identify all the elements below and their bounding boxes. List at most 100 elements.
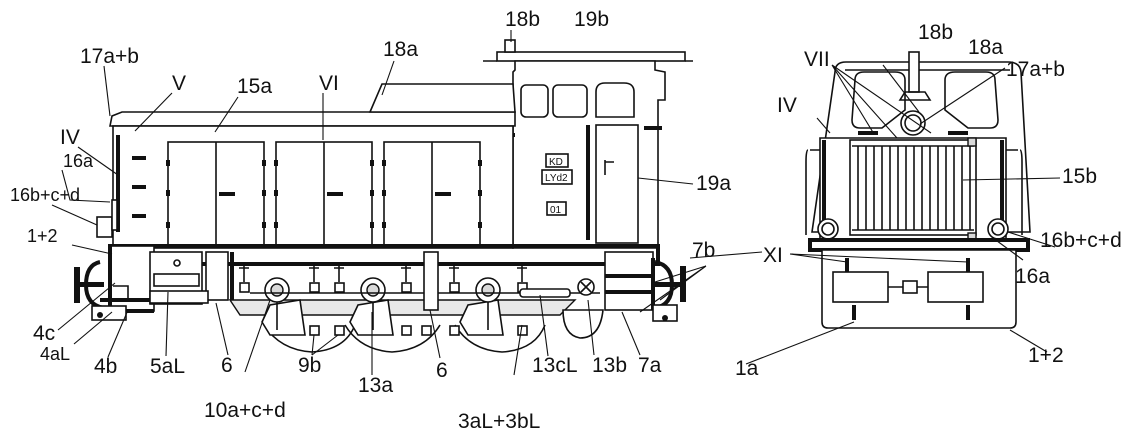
front-window-left (851, 71, 906, 129)
front-step (91, 305, 127, 321)
front-view (805, 51, 1031, 329)
label-12: 1+2 (27, 226, 58, 246)
label-9b: 9b (298, 354, 321, 377)
front-buffer-shaft (80, 282, 104, 287)
springs (239, 262, 527, 282)
battery-box-knob (173, 259, 181, 267)
hinges (166, 160, 482, 228)
label-front-16a: 16a (1015, 265, 1050, 288)
cab-roof (496, 51, 686, 62)
side-labels: 17a+b V 15a VI 18a 18b 19b IV 16a 16b+c+… (10, 8, 731, 433)
label-15b: 15b (1062, 165, 1097, 188)
marker-lamp (111, 199, 118, 231)
center-post (423, 251, 439, 311)
label-15a: 15a (237, 75, 272, 98)
horn (504, 39, 516, 53)
rear-buffer-beam (604, 251, 654, 311)
front-steps (132, 156, 146, 218)
grille-bars (852, 145, 974, 231)
label-4aL: 4aL (40, 344, 70, 364)
label-17ab: 17a+b (80, 45, 139, 68)
front-lamp-brackets (845, 258, 970, 320)
leader-lines (51, 30, 1061, 376)
label-XI: XI (763, 244, 783, 267)
plate-number (546, 201, 567, 216)
cab-window-2 (552, 84, 588, 118)
plate-number-text: 01 (550, 205, 562, 216)
cab-door-window (595, 82, 635, 118)
label-1a: 1a (735, 357, 759, 380)
hanger-rods (276, 302, 489, 330)
cab-window-1 (520, 84, 549, 118)
cab-door (595, 124, 639, 244)
wheel-2 (344, 324, 441, 353)
gearbox-housing (562, 309, 604, 339)
label-7b: 7b (692, 239, 715, 262)
front-buffer-left (832, 271, 889, 303)
label-7a: 7a (638, 354, 662, 377)
brake-block-3 (459, 299, 504, 336)
label-4c: 4c (33, 322, 55, 345)
label-19a: 19a (696, 172, 731, 195)
hood-body (112, 125, 514, 249)
front-window-right (944, 71, 999, 129)
front-step-bolt (97, 312, 103, 318)
hood-roof (109, 111, 516, 127)
label-5aL: 5aL (150, 355, 185, 378)
label-front-16bcd: 16b+c+d (1040, 229, 1122, 252)
label-6-right: 6 (436, 359, 448, 382)
gearbox-cap-cross (580, 281, 592, 293)
bolt-row (239, 282, 528, 336)
axle-center-2 (366, 283, 380, 297)
rod-end (519, 288, 571, 298)
battery-base (149, 290, 209, 304)
front-beam-detail (113, 285, 129, 298)
label-front-18a: 18a (968, 36, 1003, 59)
plate-kd-text: KD (549, 157, 563, 168)
brake-block-1 (261, 299, 306, 336)
label-19b: 19b (574, 8, 609, 31)
front-headlight-right-lens (991, 222, 1005, 236)
front-headlight-left-lens (821, 222, 835, 236)
front-buffer-right (927, 271, 984, 303)
label-16bcd: 16b+c+d (10, 185, 80, 205)
label-16a: 16a (63, 151, 94, 171)
wheel-3 (454, 324, 546, 353)
label-10acd: 10a+c+d (204, 399, 286, 422)
label-front-18b: 18b (918, 21, 953, 44)
tool-box (205, 251, 229, 301)
front-chimney (908, 51, 920, 93)
front-labels: 18b VII 18a 17a+b IV 15b 16b+c+d 16a XI … (735, 21, 1122, 380)
front-headlight-left (817, 218, 839, 240)
front-buffer-head (74, 267, 80, 303)
axle-center-1 (270, 283, 284, 297)
battery-box-panel (153, 273, 200, 287)
side-view: KD LYd2 01 (74, 39, 693, 353)
label-VII: VII (804, 48, 830, 71)
rear-step-bolt (662, 315, 668, 321)
side-headlight (96, 216, 113, 238)
label-3aL3bL: 3aL+3bL (458, 410, 540, 433)
label-front-IV: IV (777, 94, 797, 117)
label-IV: IV (60, 126, 80, 149)
front-frame (808, 238, 1030, 252)
label-13a: 13a (358, 374, 393, 397)
front-coupler (902, 280, 918, 294)
plate-model (541, 169, 573, 185)
rear-buffer-shaft (655, 282, 681, 287)
hood-top-box (368, 83, 516, 113)
label-4b: 4b (94, 355, 117, 378)
label-6-left: 6 (221, 354, 233, 377)
radiator-grille (849, 139, 977, 236)
grille-corner-tr (967, 137, 977, 147)
front-headlight-right (987, 218, 1009, 240)
label-front-17ab: 17a+b (1006, 58, 1065, 81)
door-handle (604, 160, 614, 175)
label-V: V (172, 72, 186, 95)
plate-kd (545, 153, 569, 168)
label-front-12: 1+2 (1028, 344, 1064, 367)
plate-model-text: LYd2 (545, 173, 568, 184)
rear-buffer-head (680, 266, 686, 302)
label-18a: 18a (383, 38, 418, 61)
